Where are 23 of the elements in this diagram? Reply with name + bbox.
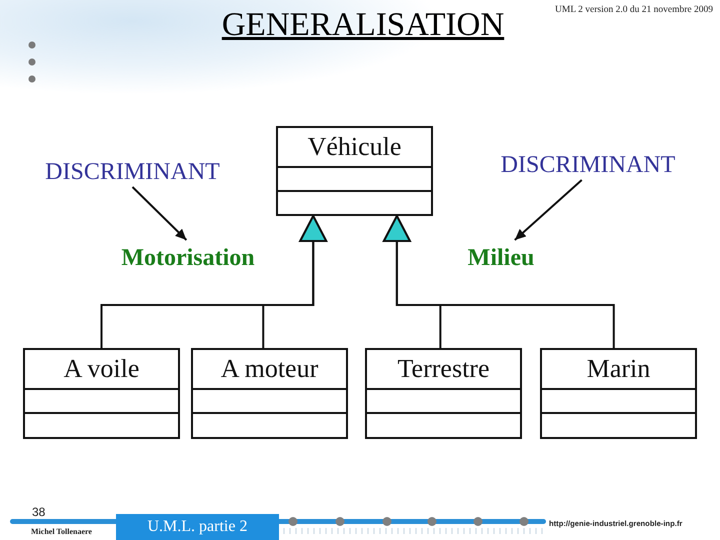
discriminator-value: Motorisation (108, 240, 268, 276)
class-box (276, 126, 433, 216)
page-number: 38 (32, 505, 46, 519)
version-note: UML 2 version 2.0 du 21 novembre 2009 (554, 4, 713, 16)
class-box (365, 348, 522, 439)
arrow (514, 179, 582, 241)
footer-tab: U.M.L. partie 2 (116, 514, 279, 540)
discriminator-value: Milieu (455, 240, 547, 276)
class-name: A moteur (220, 354, 318, 383)
slide-title: GENERALISATION (222, 6, 504, 44)
class-name: Marin (586, 354, 650, 383)
author-name: Michel Tollenaere (31, 527, 92, 537)
class-name: A voile (64, 354, 140, 383)
class-box (540, 348, 697, 439)
class-box (23, 348, 180, 439)
class-name: Terrestre (397, 354, 490, 383)
discriminator-keyword: DISCRIMINANT (30, 157, 235, 187)
discriminator-keyword: DISCRIMINANT (484, 150, 692, 180)
generalization-arrow (382, 215, 615, 348)
arrow (132, 186, 188, 241)
class-name: Véhicule (308, 132, 402, 161)
class-box (191, 348, 348, 439)
generalization-arrow (262, 215, 328, 348)
